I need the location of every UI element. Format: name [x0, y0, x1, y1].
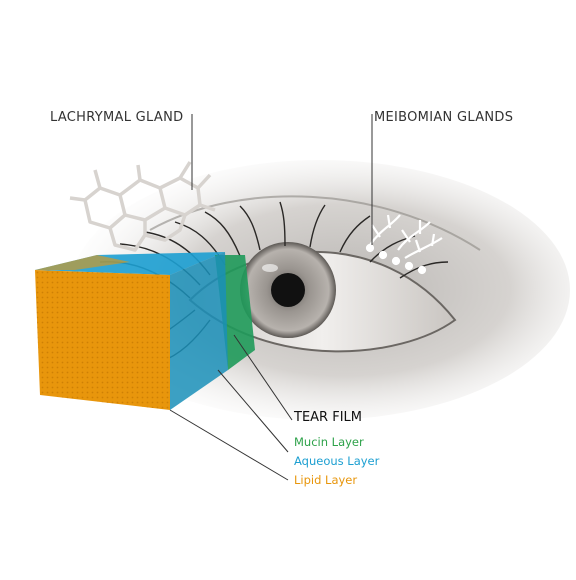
lacrimal-gland-icon [69, 161, 216, 252]
aqueous-layer-shape [35, 252, 225, 275]
pupil [271, 273, 305, 307]
tear-film-block [35, 252, 255, 410]
aqueous-layer-label: Aqueous Layer [294, 454, 380, 468]
leader-lines [169, 114, 373, 481]
mucin-layer-label: Mucin Layer [294, 435, 364, 449]
lacrimal-gland-label: LACHRYMAL GLAND [50, 110, 184, 125]
tear-film-title: TEAR FILM [294, 410, 362, 425]
meibomian-glands-icon [365, 214, 443, 275]
eyeball [188, 242, 457, 353]
lipid-layer-label: Lipid Layer [294, 473, 358, 487]
meibomian-glands-label: MEIBOMIAN GLANDS [374, 110, 514, 125]
